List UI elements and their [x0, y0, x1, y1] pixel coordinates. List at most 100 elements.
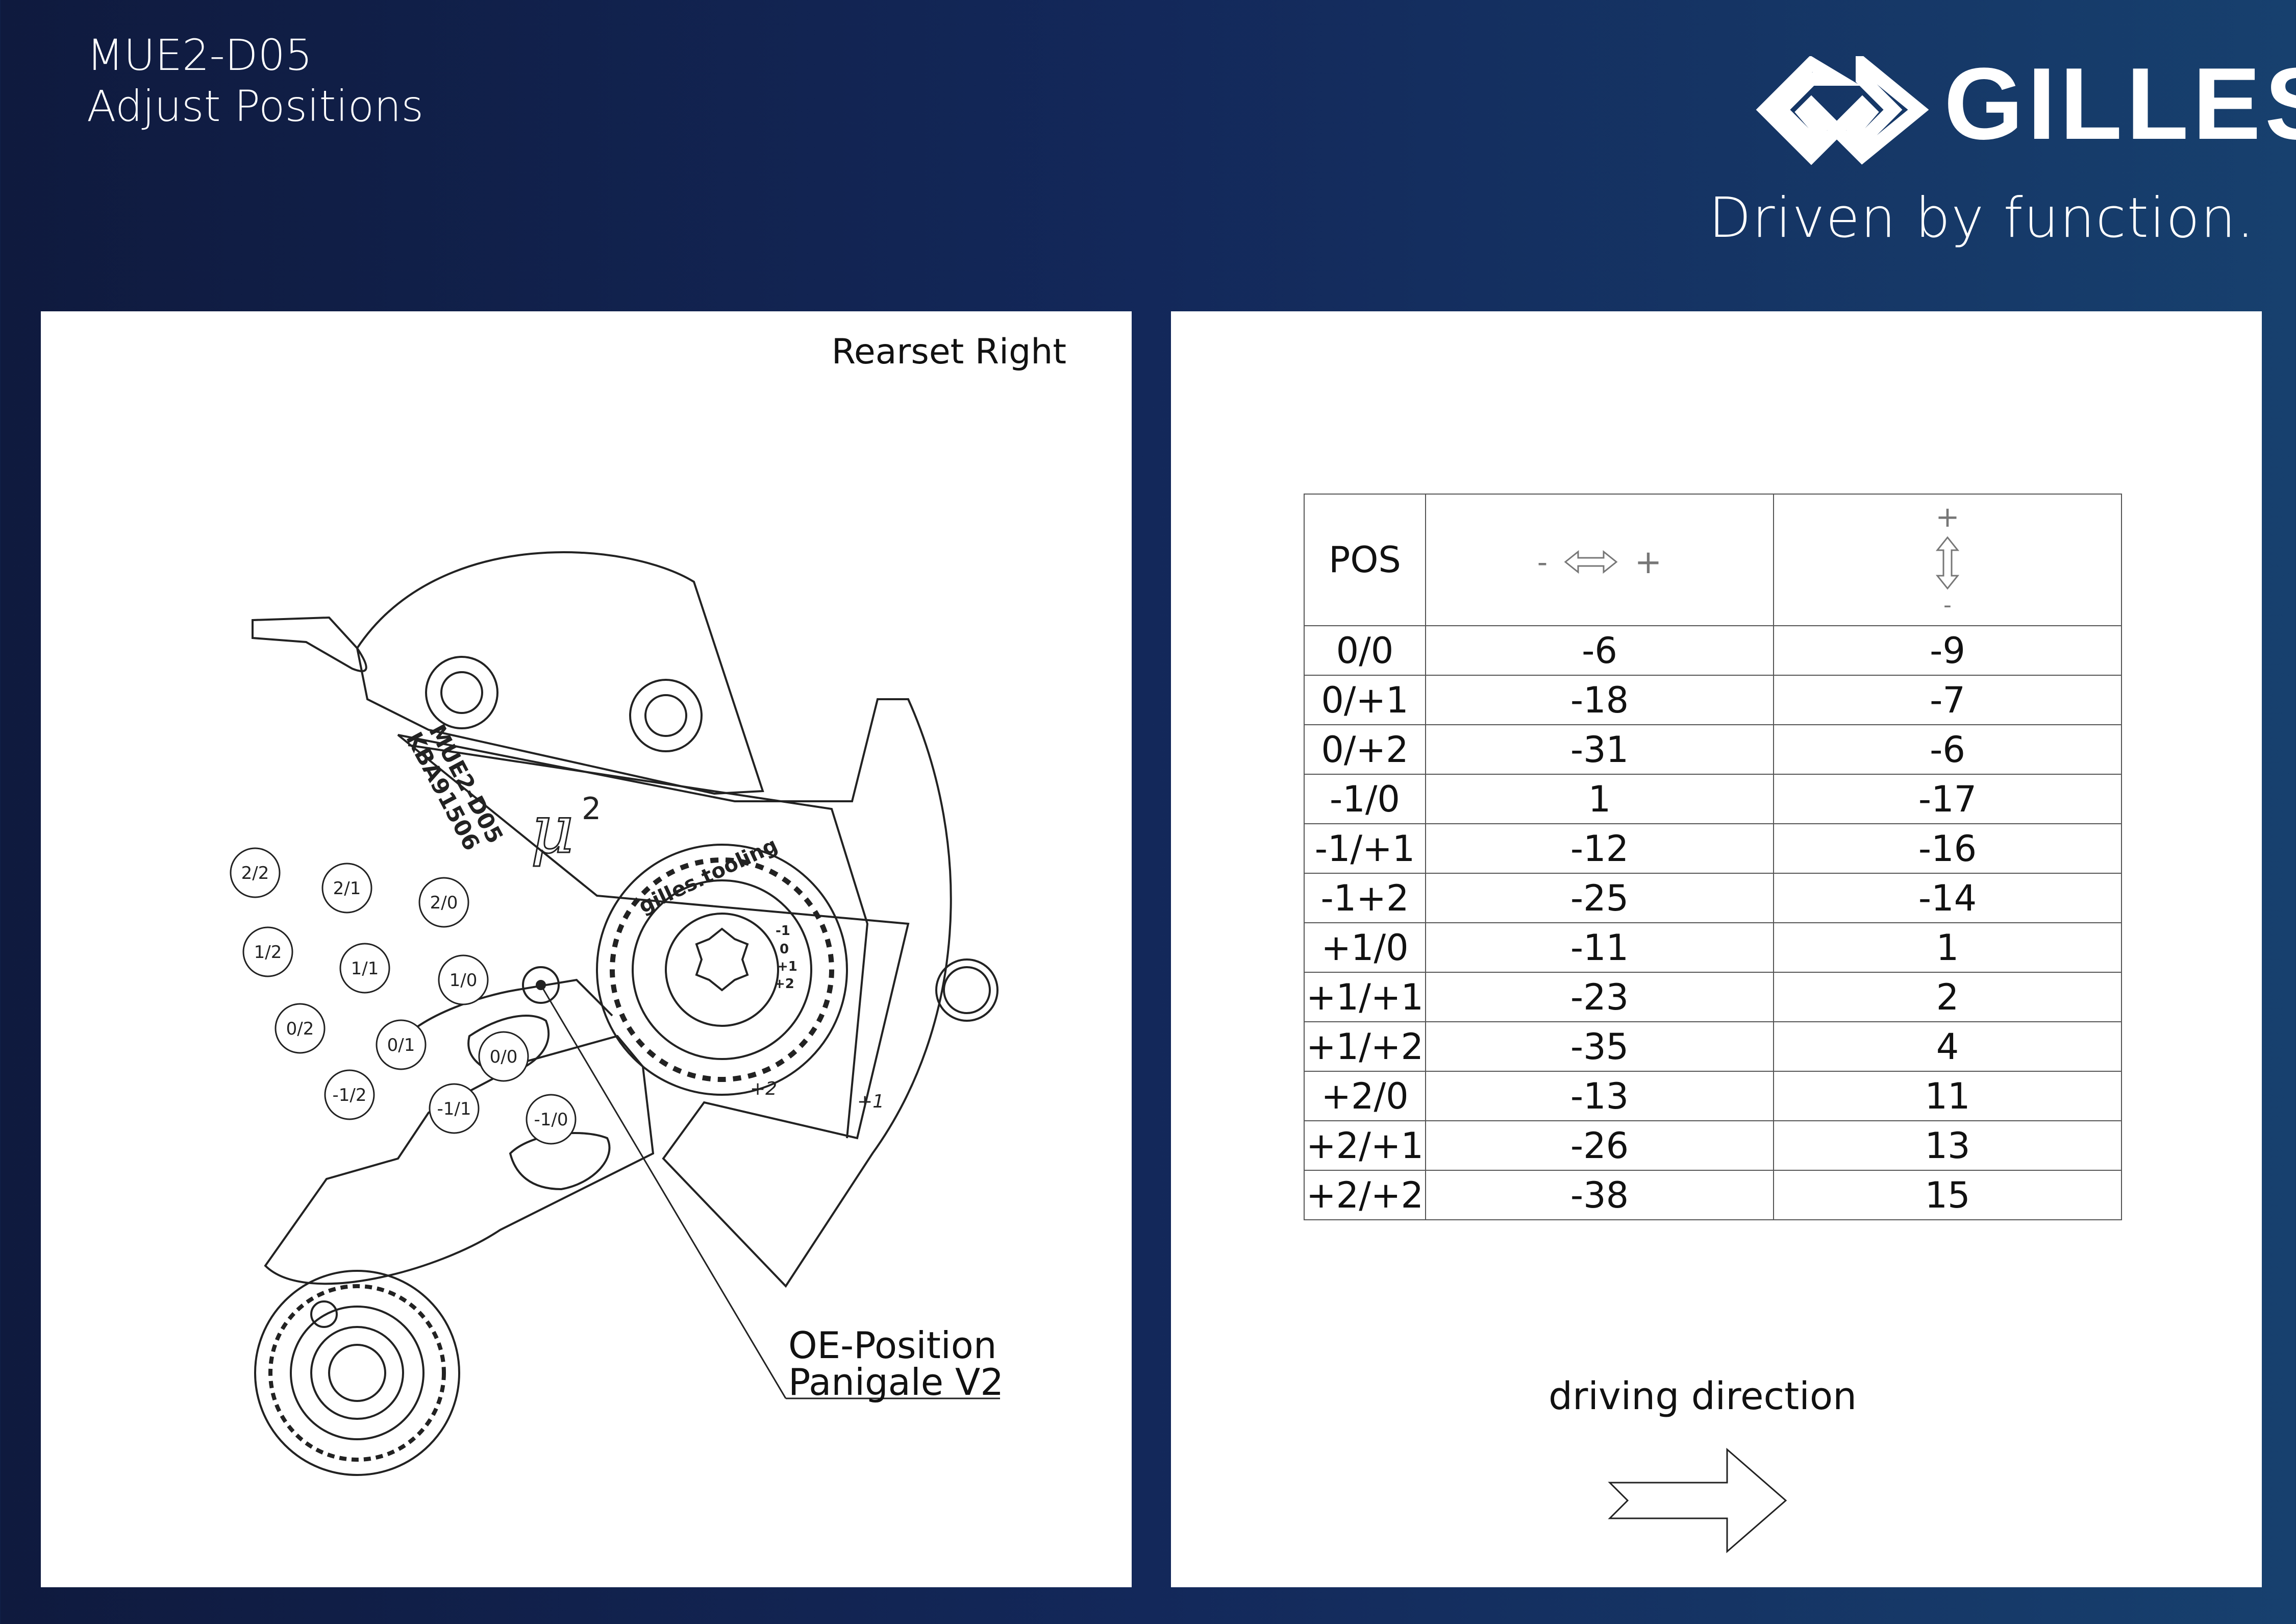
minus-label: - — [1943, 592, 1952, 618]
cell-pos: +1/+1 — [1304, 972, 1426, 1022]
plus-label: + — [1935, 501, 1960, 534]
cell-vertical: 13 — [1773, 1120, 2122, 1171]
table-header-row: POS - + + - — [1304, 494, 2122, 626]
adjust-dial — [596, 844, 848, 1096]
bolt-upper-right — [629, 679, 703, 752]
pivot-ratchet — [254, 1270, 460, 1476]
cell-vertical: 1 — [1773, 922, 2122, 973]
cell-vertical: 15 — [1773, 1170, 2122, 1220]
oe-label-line2: Panigale V2 — [788, 1361, 1004, 1404]
position-label: 0/2 — [286, 1019, 314, 1039]
arrow-right-icon — [1608, 1447, 1787, 1554]
cell-vertical: -9 — [1773, 625, 2122, 676]
brand-name: GILLES — [1944, 47, 2296, 161]
position-circle — [429, 1083, 480, 1134]
cell-pos: +2/+2 — [1304, 1170, 1426, 1220]
position-circle — [321, 863, 372, 914]
cell-vertical: -7 — [1773, 675, 2122, 725]
position-circle — [478, 1031, 529, 1082]
gilles-logo-mark-icon — [1756, 56, 1929, 165]
rearset-drawing: MUE2-D05 KBA91506 μ 2 gilles.tooling -1 … — [230, 551, 1000, 1476]
lever-arm — [264, 1035, 655, 1285]
position-circle — [242, 926, 293, 977]
position-label: -1/0 — [534, 1110, 568, 1130]
panel-title: Rearset Right — [831, 332, 1066, 372]
cell-horizontal: -23 — [1425, 972, 1774, 1022]
plate-mark: +1 — [857, 1091, 884, 1112]
cell-horizontal: -35 — [1425, 1021, 1774, 1072]
cell-vertical: -6 — [1773, 724, 2122, 775]
driving-direction-label: driving direction — [1549, 1374, 1857, 1418]
cell-pos: -1/+1 — [1304, 823, 1426, 874]
plus-label: + — [1634, 543, 1662, 581]
position-label: 1/0 — [450, 970, 478, 991]
table-row: 0/0-6-9 — [1304, 625, 2122, 676]
position-labels: 2/22/12/01/21/11/00/20/10/0-1/2-1/1-1/0 — [230, 847, 577, 1145]
cell-horizontal: -12 — [1425, 823, 1774, 874]
gilles-logo: GILLES — [1750, 53, 2296, 168]
cell-pos: +1/0 — [1304, 922, 1426, 973]
position-label: 0/0 — [490, 1047, 518, 1067]
cell-horizontal: -13 — [1425, 1071, 1774, 1121]
position-circle — [526, 1094, 577, 1145]
table-row: -1/+1-12-16 — [1304, 823, 2122, 874]
diagram-panel: MUE2-D05 KBA91506 μ 2 gilles.tooling -1 … — [41, 311, 1132, 1587]
cell-horizontal: -31 — [1425, 724, 1774, 775]
double-arrow-vertical-icon — [1935, 536, 1960, 590]
dial-mark: +1 — [777, 959, 797, 974]
mu-symbol: μ — [531, 791, 574, 868]
position-circle — [376, 1019, 427, 1070]
cell-vertical: 11 — [1773, 1071, 2122, 1121]
cell-pos: -1+2 — [1304, 873, 1426, 923]
cell-vertical: -17 — [1773, 774, 2122, 824]
cell-vertical: -14 — [1773, 873, 2122, 923]
mounting-plate — [397, 698, 952, 1288]
header-title: MUE2-D05 Adjust Positions — [87, 30, 423, 132]
table-row: 0/+1-18-7 — [1304, 675, 2122, 725]
dial-mark: +2 — [774, 976, 794, 992]
cell-horizontal: -25 — [1425, 873, 1774, 923]
dial-mark: -1 — [776, 923, 790, 939]
cell-pos: +2/0 — [1304, 1071, 1426, 1121]
cell-horizontal: -18 — [1425, 675, 1774, 725]
table-row: -1+2-25-14 — [1304, 873, 2122, 923]
position-circle — [438, 954, 489, 1005]
position-label: 1/2 — [254, 942, 282, 963]
position-circle — [339, 943, 390, 994]
position-label: -1/1 — [437, 1099, 471, 1119]
cell-pos: 0/0 — [1304, 625, 1426, 676]
mu-exponent: 2 — [582, 791, 601, 827]
position-label: 2/0 — [430, 893, 458, 913]
plate-mark: +2 — [750, 1078, 777, 1099]
position-circle — [274, 1003, 326, 1054]
cell-vertical: 4 — [1773, 1021, 2122, 1072]
oe-position-label: OE-Position Panigale V2 — [788, 1327, 1004, 1400]
cell-vertical: 2 — [1773, 972, 2122, 1022]
page-subtitle: Adjust Positions — [87, 81, 424, 131]
cell-pos: 0/+2 — [1304, 724, 1426, 775]
minus-label: - — [1537, 545, 1548, 579]
cell-horizontal: -38 — [1425, 1170, 1774, 1220]
cell-horizontal: -11 — [1425, 922, 1774, 973]
cell-horizontal: -26 — [1425, 1120, 1774, 1171]
cell-horizontal: 1 — [1425, 774, 1774, 824]
position-label: -1/2 — [333, 1085, 367, 1105]
position-label: 2/2 — [241, 863, 269, 883]
position-circle — [230, 847, 281, 898]
brand-tagline: Driven by function. — [1708, 186, 2255, 250]
upper-bracket — [252, 551, 764, 795]
position-circle — [324, 1069, 375, 1120]
cell-pos: +1/+2 — [1304, 1021, 1426, 1072]
cell-pos: +2/+1 — [1304, 1120, 1426, 1171]
position-label: 0/1 — [387, 1035, 415, 1055]
position-label: 2/1 — [333, 878, 361, 899]
table-row: 0/+2-31-6 — [1304, 724, 2122, 775]
cell-pos: -1/0 — [1304, 774, 1426, 824]
